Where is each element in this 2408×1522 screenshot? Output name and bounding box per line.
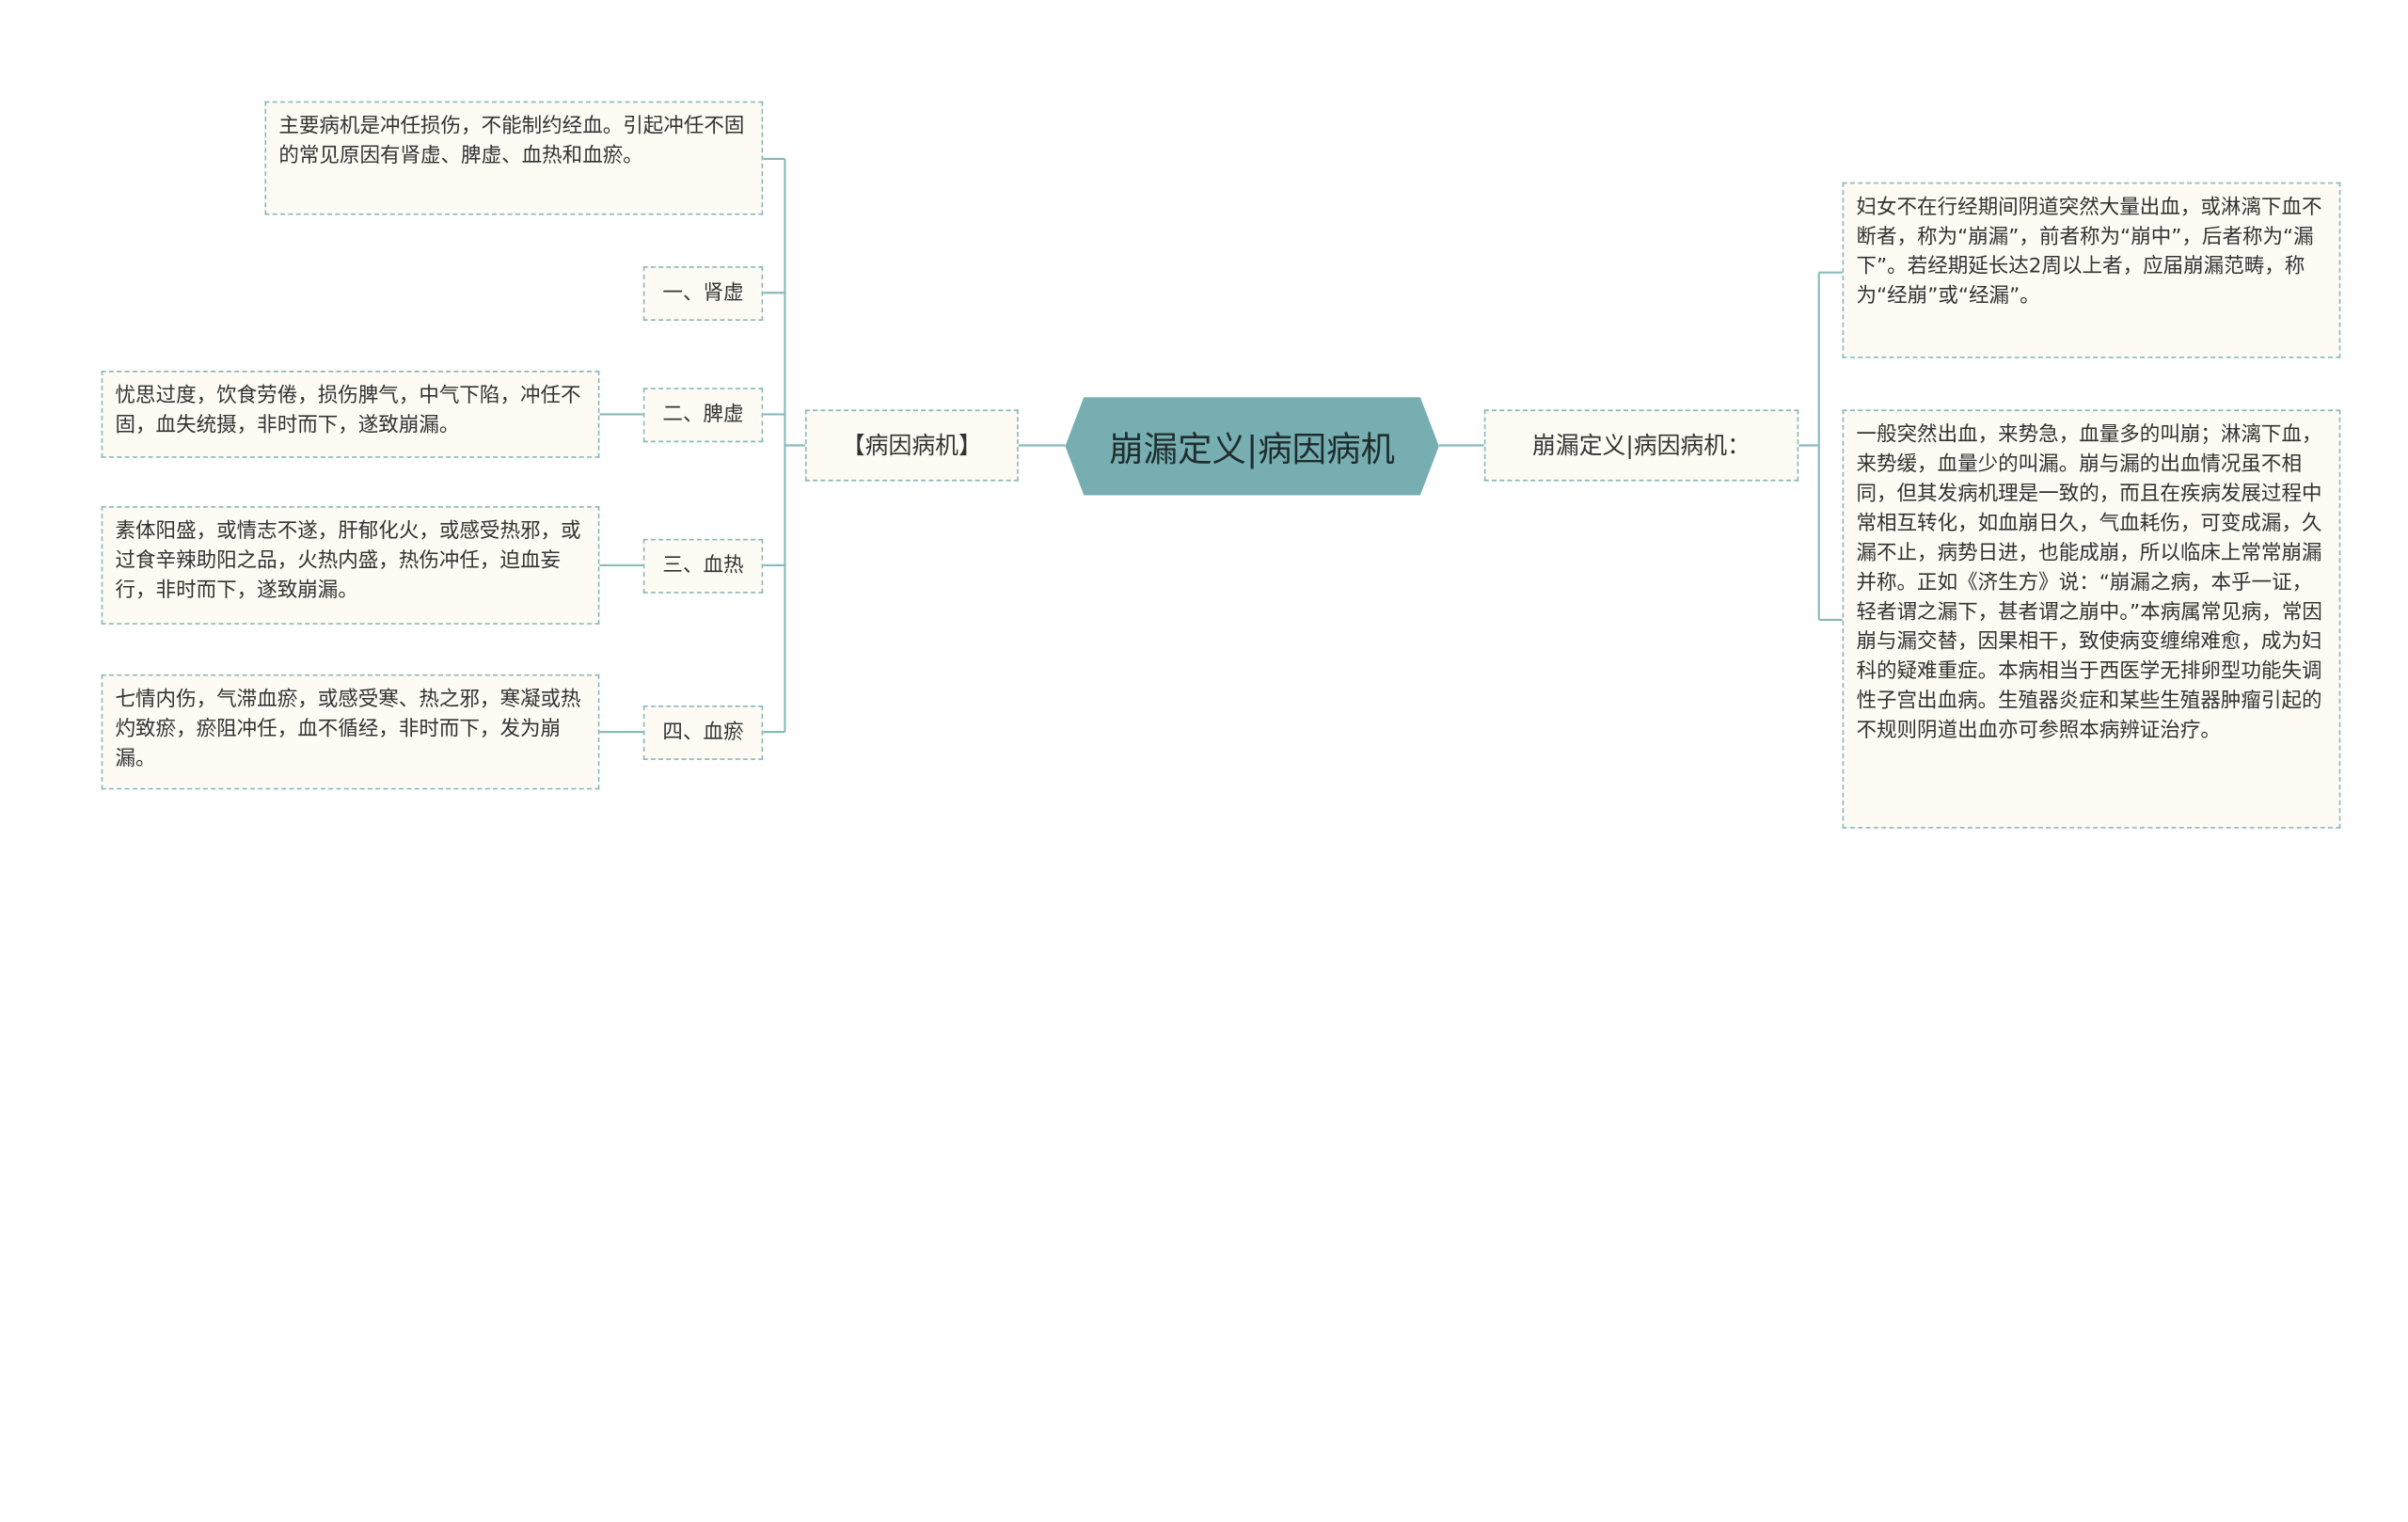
node-definition-text[interactable]: 妇女不在行经期间阴道突然大量出血，或淋漓下血不断者，称为“崩漏”，前者称为“崩中… xyxy=(1842,182,2341,358)
node-description-text[interactable]: 一般突然出血，来势急，血量多的叫崩；淋漓下血，来势缓，血量少的叫漏。崩与漏的出血… xyxy=(1842,409,2341,829)
node-cause-spleen[interactable]: 二、脾虚 xyxy=(642,388,764,443)
node-detail-blood-stasis[interactable]: 七情内伤，气滞血瘀，或感受寒、热之邪，寒凝或热灼致瘀，瘀阻冲任，血不循经，非时而… xyxy=(101,674,600,790)
root-node[interactable]: 崩漏定义|病因病机 xyxy=(1065,397,1439,496)
node-detail-blood-heat[interactable]: 素体阳盛，或情志不遂，肝郁化火，或感受热邪，或过食辛辣助阳之品，火热内盛，热伤冲… xyxy=(101,506,600,625)
node-cause-blood-heat[interactable]: 三、血热 xyxy=(642,538,764,594)
node-cause-blood-stasis[interactable]: 四、血瘀 xyxy=(642,705,764,760)
node-cause-kidney[interactable]: 一、肾虚 xyxy=(642,266,764,322)
node-definition-header[interactable]: 崩漏定义|病因病机： xyxy=(1483,409,1799,482)
node-detail-spleen[interactable]: 忧思过度，饮食劳倦，损伤脾气，中气下陷，冲任不固，血失统摄，非时而下，遂致崩漏。 xyxy=(101,371,600,458)
node-pathogenesis-overview[interactable]: 主要病机是冲任损伤，不能制约经血。引起冲任不固的常见原因有肾虚、脾虚、血热和血瘀… xyxy=(264,101,764,215)
node-pathogenesis-header[interactable]: 【病因病机】 xyxy=(804,409,1019,482)
connector-lines xyxy=(599,157,1843,734)
